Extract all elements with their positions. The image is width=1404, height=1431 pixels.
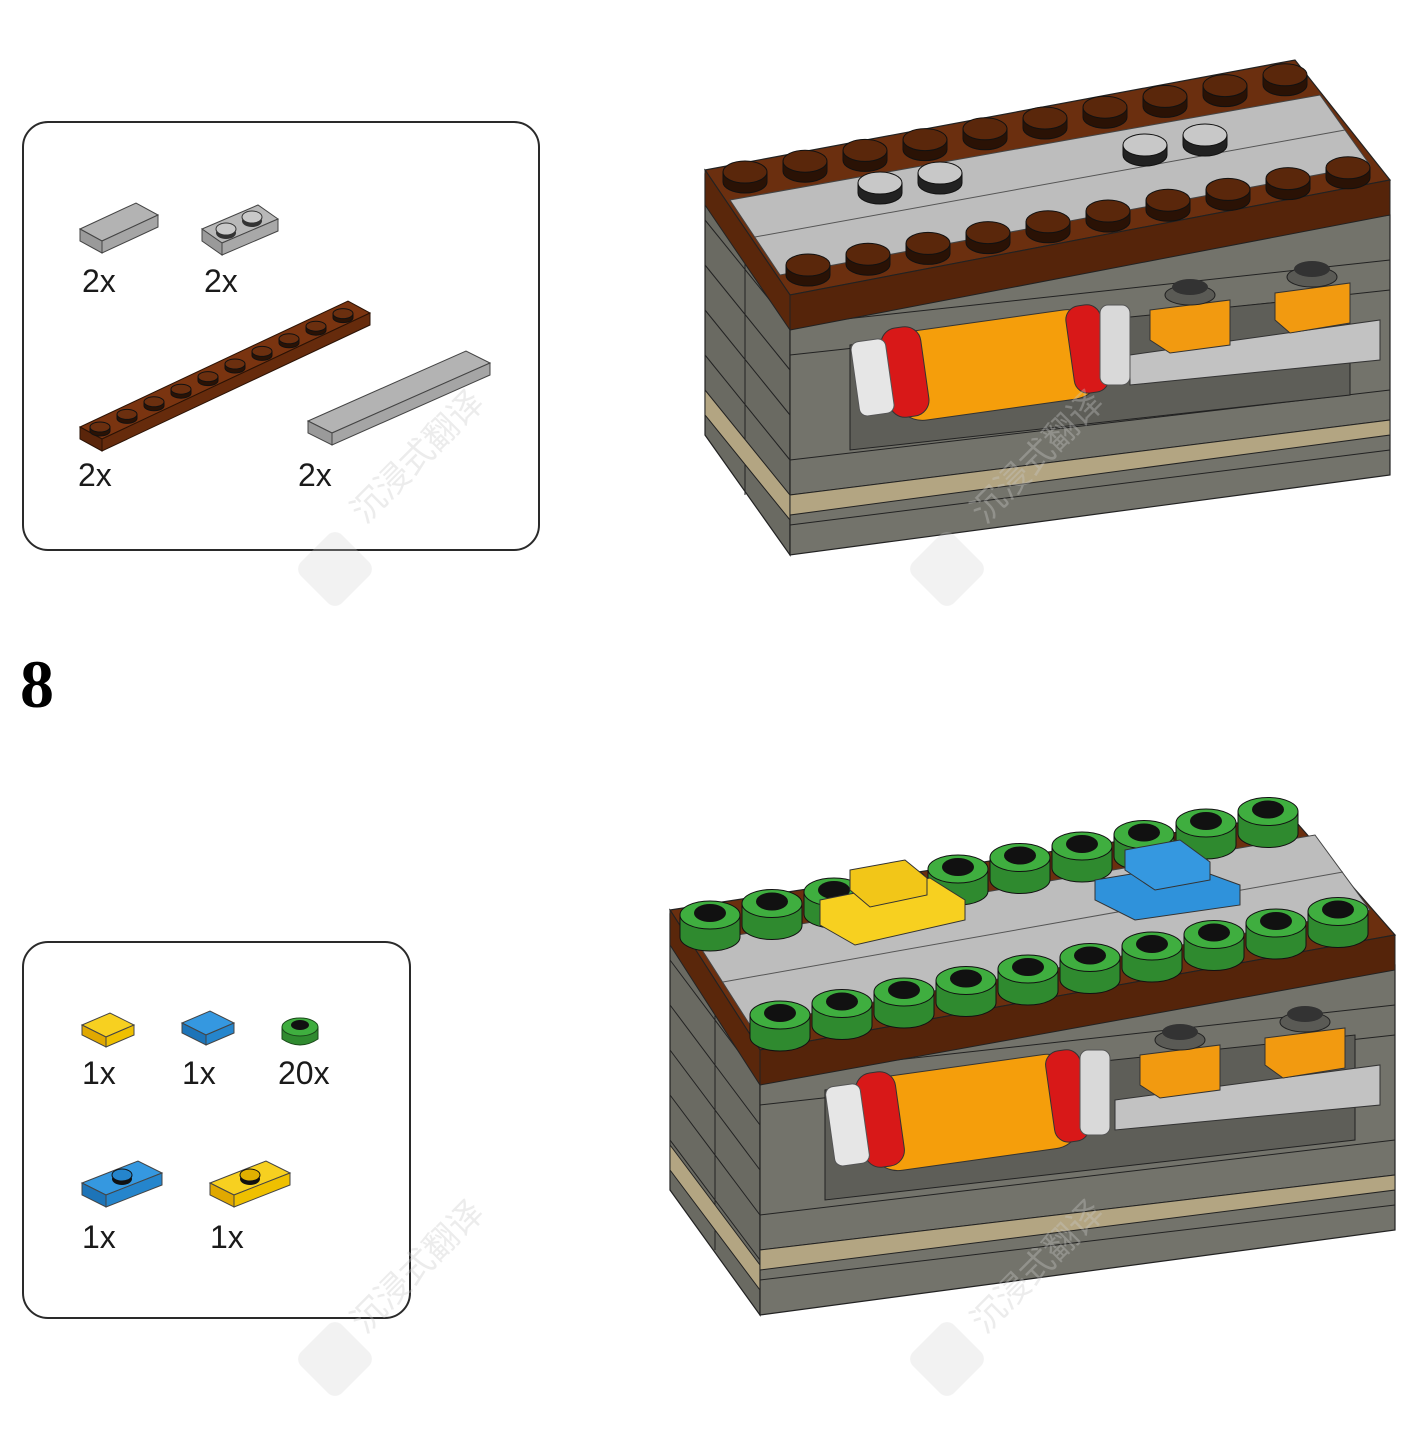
green-round-plate-stud [1121,931,1183,983]
brown-stud [905,231,951,265]
part-gray-tile-1x2-icon [78,202,160,254]
green-round-plate-stud [1175,808,1237,860]
part-quantity: 2x [298,457,332,493]
part-green-round-plate-1x1-icon [281,1017,319,1046]
orange-cylinder-icon [825,1049,1111,1172]
brown-stud [251,345,273,361]
green-round-plate-stud [741,889,803,940]
brown-stud [1022,106,1068,140]
assembly-model-step-8 [668,797,1397,1317]
brown-stud [170,383,192,399]
brown-stud [1025,210,1071,244]
brown-stud [1142,84,1188,118]
green-round-plate-stud [935,966,997,1017]
brown-stud [1262,63,1308,97]
brown-stud [197,371,219,387]
green-round-plate-stud [1237,797,1299,848]
part-quantity: 2x [204,263,238,299]
part-quantity: 1x [182,1055,216,1091]
orange-block-icon [1139,1024,1221,1099]
brown-stud [278,333,300,349]
parts-list-box-step-8: 1x 1x 20x 1x 1x [22,941,411,1319]
brown-stud [785,253,831,287]
part-quantity: 20x [278,1055,330,1091]
brown-stud [89,421,111,437]
brown-stud [1202,74,1248,108]
brown-stud [143,396,165,412]
brown-stud [224,358,246,374]
step-number: 8 [20,646,54,722]
green-round-plate-stud [1051,831,1113,883]
green-round-plate-stud [1307,897,1369,948]
part-quantity: 1x [82,1055,116,1091]
green-round-plate-stud [811,989,873,1040]
orange-block-icon [1264,1006,1346,1079]
part-quantity: 1x [82,1219,116,1255]
parts-list-box-previous-step: 2x 2x 2x 2x [22,121,540,551]
part-brown-plate-1x10-icon [78,300,372,452]
green-round-plate-stud [679,900,741,952]
part-quantity: 1x [210,1219,244,1255]
brown-stud [332,308,354,324]
brown-stud [902,128,948,162]
orange-block-icon [1149,279,1231,354]
part-gray-plate-1x2-icon [200,204,280,256]
gray-stud [1122,133,1168,167]
part-quantity: 2x [82,263,116,299]
part-blue-tile-1x1-icon [180,1010,236,1046]
assembly-model-previous-step [703,59,1392,557]
brown-stud [116,408,138,424]
green-round-plate-stud [749,1000,811,1052]
yellow-jumper-plate-on-model [819,859,966,946]
gray-stud [917,161,963,195]
brown-stud [965,221,1011,255]
brown-stud [305,320,327,336]
brown-stud [962,117,1008,151]
gray-stud [857,171,903,205]
blue-jumper-plate-on-model [1094,839,1241,921]
watermark-logo-icon [905,1317,989,1401]
green-round-plate-stud [873,977,935,1029]
green-round-plate-stud [1059,943,1121,994]
green-round-plate-stud [1183,920,1245,971]
part-yellow-tile-1x1-icon [80,1012,136,1048]
gray-stud [1182,123,1228,157]
green-round-plate-stud [989,843,1051,894]
brown-stud [722,160,768,194]
brown-stud [1145,188,1191,222]
green-round-plate-stud [1245,908,1307,960]
brown-stud [1325,156,1371,190]
brown-stud [842,138,888,172]
brown-stud [1265,167,1311,201]
part-yellow-jumper-plate-icon [208,1160,292,1208]
brown-stud [1082,95,1128,129]
orange-block-icon [1274,261,1351,334]
brown-stud [845,242,891,276]
part-blue-jumper-plate-icon [80,1160,164,1208]
brown-stud [1085,199,1131,233]
orange-cylinder-icon [850,304,1131,421]
part-gray-tile-1x6-icon [306,350,492,446]
brown-stud [782,149,828,183]
brown-stud [1205,177,1251,211]
part-quantity: 2x [78,457,112,493]
green-round-plate-stud [997,954,1059,1006]
